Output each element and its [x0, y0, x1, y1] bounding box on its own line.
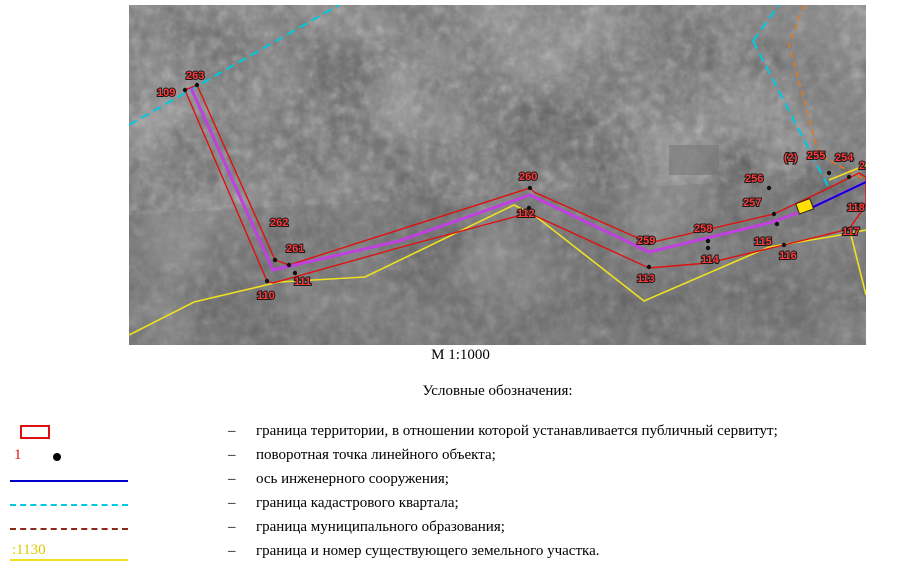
brown-dashed-line-icon [10, 528, 128, 530]
point-label: 256 [745, 173, 763, 185]
point-label: 255 [807, 150, 825, 162]
legend-text: граница и номер существующего земельного… [256, 543, 600, 559]
point-label: 116 [779, 250, 797, 262]
point-256-dot [766, 185, 772, 191]
municipal-boundary-line [788, 5, 866, 181]
point-label: 254 [835, 152, 854, 164]
turning-points [182, 82, 862, 284]
legend-text: граница муниципального образования; [256, 519, 505, 535]
point-label: 118 [847, 202, 865, 214]
point-label: (2) [784, 152, 798, 164]
point-261-dot [286, 262, 292, 268]
point-label: 114 [701, 254, 720, 266]
legend-item-servitude-boundary: – граница территории, в отношении которо… [0, 422, 921, 444]
point-label: 115 [754, 236, 772, 248]
point-label: 259 [637, 235, 655, 247]
road-area [759, 5, 866, 165]
blue-line-icon [10, 480, 128, 482]
cadastral-quarter-line-top [752, 5, 780, 42]
point-254-dot [846, 174, 852, 180]
cadastral-quarter-line-left [129, 5, 340, 126]
point-113-dot [646, 264, 652, 270]
point-118-dot [856, 202, 862, 208]
legend-symbol: :1130 [8, 542, 130, 564]
point-258-dot [705, 238, 711, 244]
point-255-dot [826, 170, 832, 176]
engineering-axis-line [808, 181, 866, 210]
building [669, 145, 719, 175]
point-labels: 263 109 262 261 110 111 260 112 259 113 … [156, 69, 866, 303]
point-label: 258 [694, 223, 712, 235]
yellow-line-icon [10, 559, 128, 561]
point-label: 262 [270, 217, 288, 229]
point-114-dot [705, 245, 711, 251]
legend-item-turning-point: 1 – поворотная точка линейного объекта; [0, 446, 921, 468]
legend-symbol: 1 [8, 446, 130, 468]
legend-dash: – [228, 447, 236, 463]
legend-symbol [8, 518, 130, 540]
legend-item-cadastral-quarter: – граница кадастрового квартала; [0, 494, 921, 516]
point-label: 109 [157, 87, 175, 99]
map-area: 263 109 262 261 110 111 260 112 259 113 … [129, 5, 866, 345]
point-label: 257 [743, 197, 761, 209]
legend-dash: – [228, 471, 236, 487]
point-263-dot [194, 82, 200, 88]
legend-item-municipal-boundary: – граница муниципального образования; [0, 518, 921, 540]
point-label: 110 [257, 290, 275, 302]
plot-number-sample: :1130 [12, 542, 46, 558]
cyan-dashed-line-icon [10, 504, 128, 506]
point-label: 111 [294, 276, 311, 288]
point-116-dot [781, 242, 787, 248]
point-label: 263 [186, 70, 204, 82]
point-257-dot [771, 211, 777, 217]
land-plot-boundary-edge [848, 226, 866, 296]
legend-symbol [8, 422, 130, 444]
red-rectangle-icon [20, 425, 50, 439]
point-label: 113 [637, 273, 655, 285]
legend-text: граница кадастрового квартала; [256, 495, 459, 511]
point-number-sample: 1 [14, 447, 22, 463]
legend-item-engineering-axis: – ось инженерного сооружения; [0, 470, 921, 492]
point-label: 261 [286, 243, 304, 255]
point-260-dot [527, 185, 533, 191]
legend-item-land-plot: :1130 – граница и номер существующего зе… [0, 542, 921, 564]
point-label: 2 [859, 160, 865, 172]
legend-dash: – [228, 423, 236, 439]
map-scale: М 1:1000 [431, 347, 490, 363]
point-115-dot [774, 221, 780, 227]
legend-text: граница территории, в отношении которой … [256, 423, 778, 439]
legend-text: поворотная точка линейного объекта; [256, 447, 496, 463]
point-label: 117 [842, 226, 860, 238]
land-plot-boundary-right [828, 164, 866, 181]
legend-text: ось инженерного сооружения; [256, 471, 449, 487]
map-svg: 263 109 262 261 110 111 260 112 259 113 … [129, 5, 866, 345]
legend-symbol [8, 470, 130, 492]
point-label: 112 [517, 208, 535, 220]
point-259-dot [646, 240, 652, 246]
legend-dash: – [228, 543, 236, 559]
legend-symbol [8, 494, 130, 516]
point-110-dot [264, 278, 270, 284]
point-109-dot [182, 87, 188, 93]
point-label: 260 [519, 171, 537, 183]
point-262-dot [272, 257, 278, 263]
point-111-dot [292, 270, 298, 276]
legend-dash: – [228, 519, 236, 535]
structure-marker [795, 197, 815, 215]
point-117-dot [846, 226, 852, 232]
legend-dash: – [228, 495, 236, 511]
point-dot-icon [53, 453, 61, 461]
legend-title: Условные обозначения: [422, 383, 573, 399]
field-area [129, 175, 866, 345]
servitude-boundary [184, 84, 866, 284]
point-112-dot [526, 205, 532, 211]
